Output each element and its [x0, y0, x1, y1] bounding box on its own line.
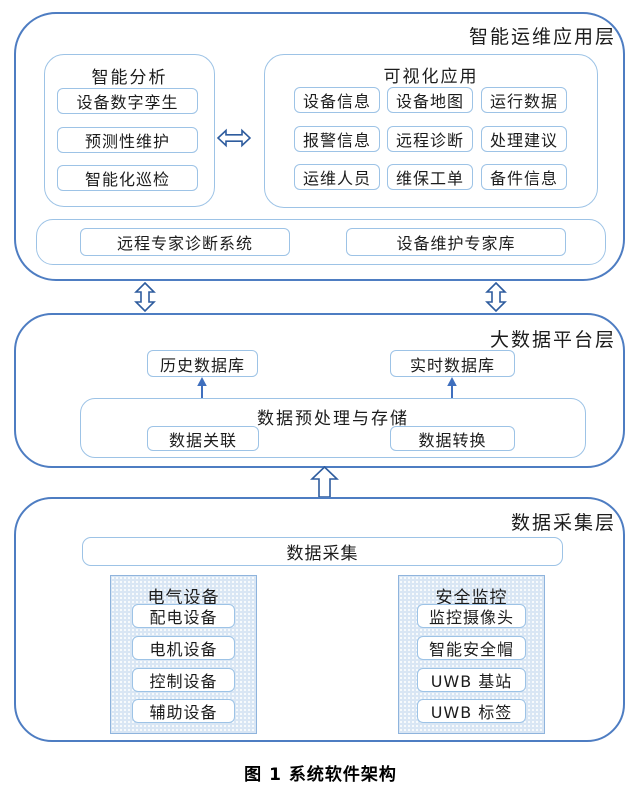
node-realtime-database: 实时数据库 — [390, 350, 515, 377]
group-visualization-title: 可视化应用 — [383, 67, 479, 87]
node-data-association: 数据关联 — [147, 426, 259, 451]
group-data-preprocessing-title: 数据预处理与存储 — [257, 409, 409, 429]
node-intelligent-inspection: 智能化巡检 — [57, 165, 198, 191]
node-surveillance-camera: 监控摄像头 — [417, 604, 526, 628]
node-spare-parts-info: 备件信息 — [481, 164, 567, 190]
node-operating-data: 运行数据 — [481, 87, 567, 113]
node-equipment-maintenance-expert-base: 设备维护专家库 — [346, 228, 566, 256]
node-control-equipment: 控制设备 — [132, 668, 235, 692]
figure-caption: 图 1 系统软件架构 — [244, 765, 397, 785]
node-device-digital-twin: 设备数字孪生 — [57, 88, 198, 114]
up-connector-arrow-icon — [197, 377, 207, 399]
up-connector-arrow-icon — [447, 377, 457, 399]
collection-layer-title: 数据采集层 — [510, 512, 616, 534]
node-historical-database: 历史数据库 — [147, 350, 258, 377]
node-power-distribution-equipment: 配电设备 — [132, 604, 235, 628]
node-device-map: 设备地图 — [387, 87, 473, 113]
node-alarm-info: 报警信息 — [294, 126, 380, 152]
vertical-double-arrow-icon — [485, 282, 507, 312]
node-smart-helmet: 智能安全帽 — [417, 636, 526, 660]
node-auxiliary-equipment: 辅助设备 — [132, 699, 235, 723]
horizontal-double-arrow-icon — [217, 128, 251, 148]
group-intelligent-analysis-title: 智能分析 — [91, 68, 168, 88]
node-remote-diagnosis: 远程诊断 — [387, 126, 473, 152]
node-remote-expert-diagnosis-system: 远程专家诊断系统 — [80, 228, 290, 256]
node-uwb-base-station: UWB 基站 — [417, 668, 526, 692]
node-om-personnel: 运维人员 — [294, 164, 380, 190]
node-predictive-maintenance: 预测性维护 — [57, 127, 198, 153]
node-device-info: 设备信息 — [294, 87, 380, 113]
bigdata-layer-title: 大数据平台层 — [489, 329, 616, 351]
node-motor-equipment: 电机设备 — [132, 636, 235, 660]
node-data-conversion: 数据转换 — [390, 426, 515, 451]
node-handling-suggestion: 处理建议 — [481, 126, 567, 152]
up-arrow-icon — [310, 466, 339, 498]
node-uwb-tag: UWB 标签 — [417, 699, 526, 723]
node-maintenance-workorder: 维保工单 — [387, 164, 473, 190]
node-data-collection: 数据采集 — [82, 537, 563, 566]
panel-electrical-equipment-title: 电气设备 — [147, 588, 220, 608]
panel-safety-monitoring-title: 安全监控 — [435, 588, 508, 608]
application-layer-title: 智能运维应用层 — [468, 26, 616, 48]
vertical-double-arrow-icon — [134, 282, 156, 312]
